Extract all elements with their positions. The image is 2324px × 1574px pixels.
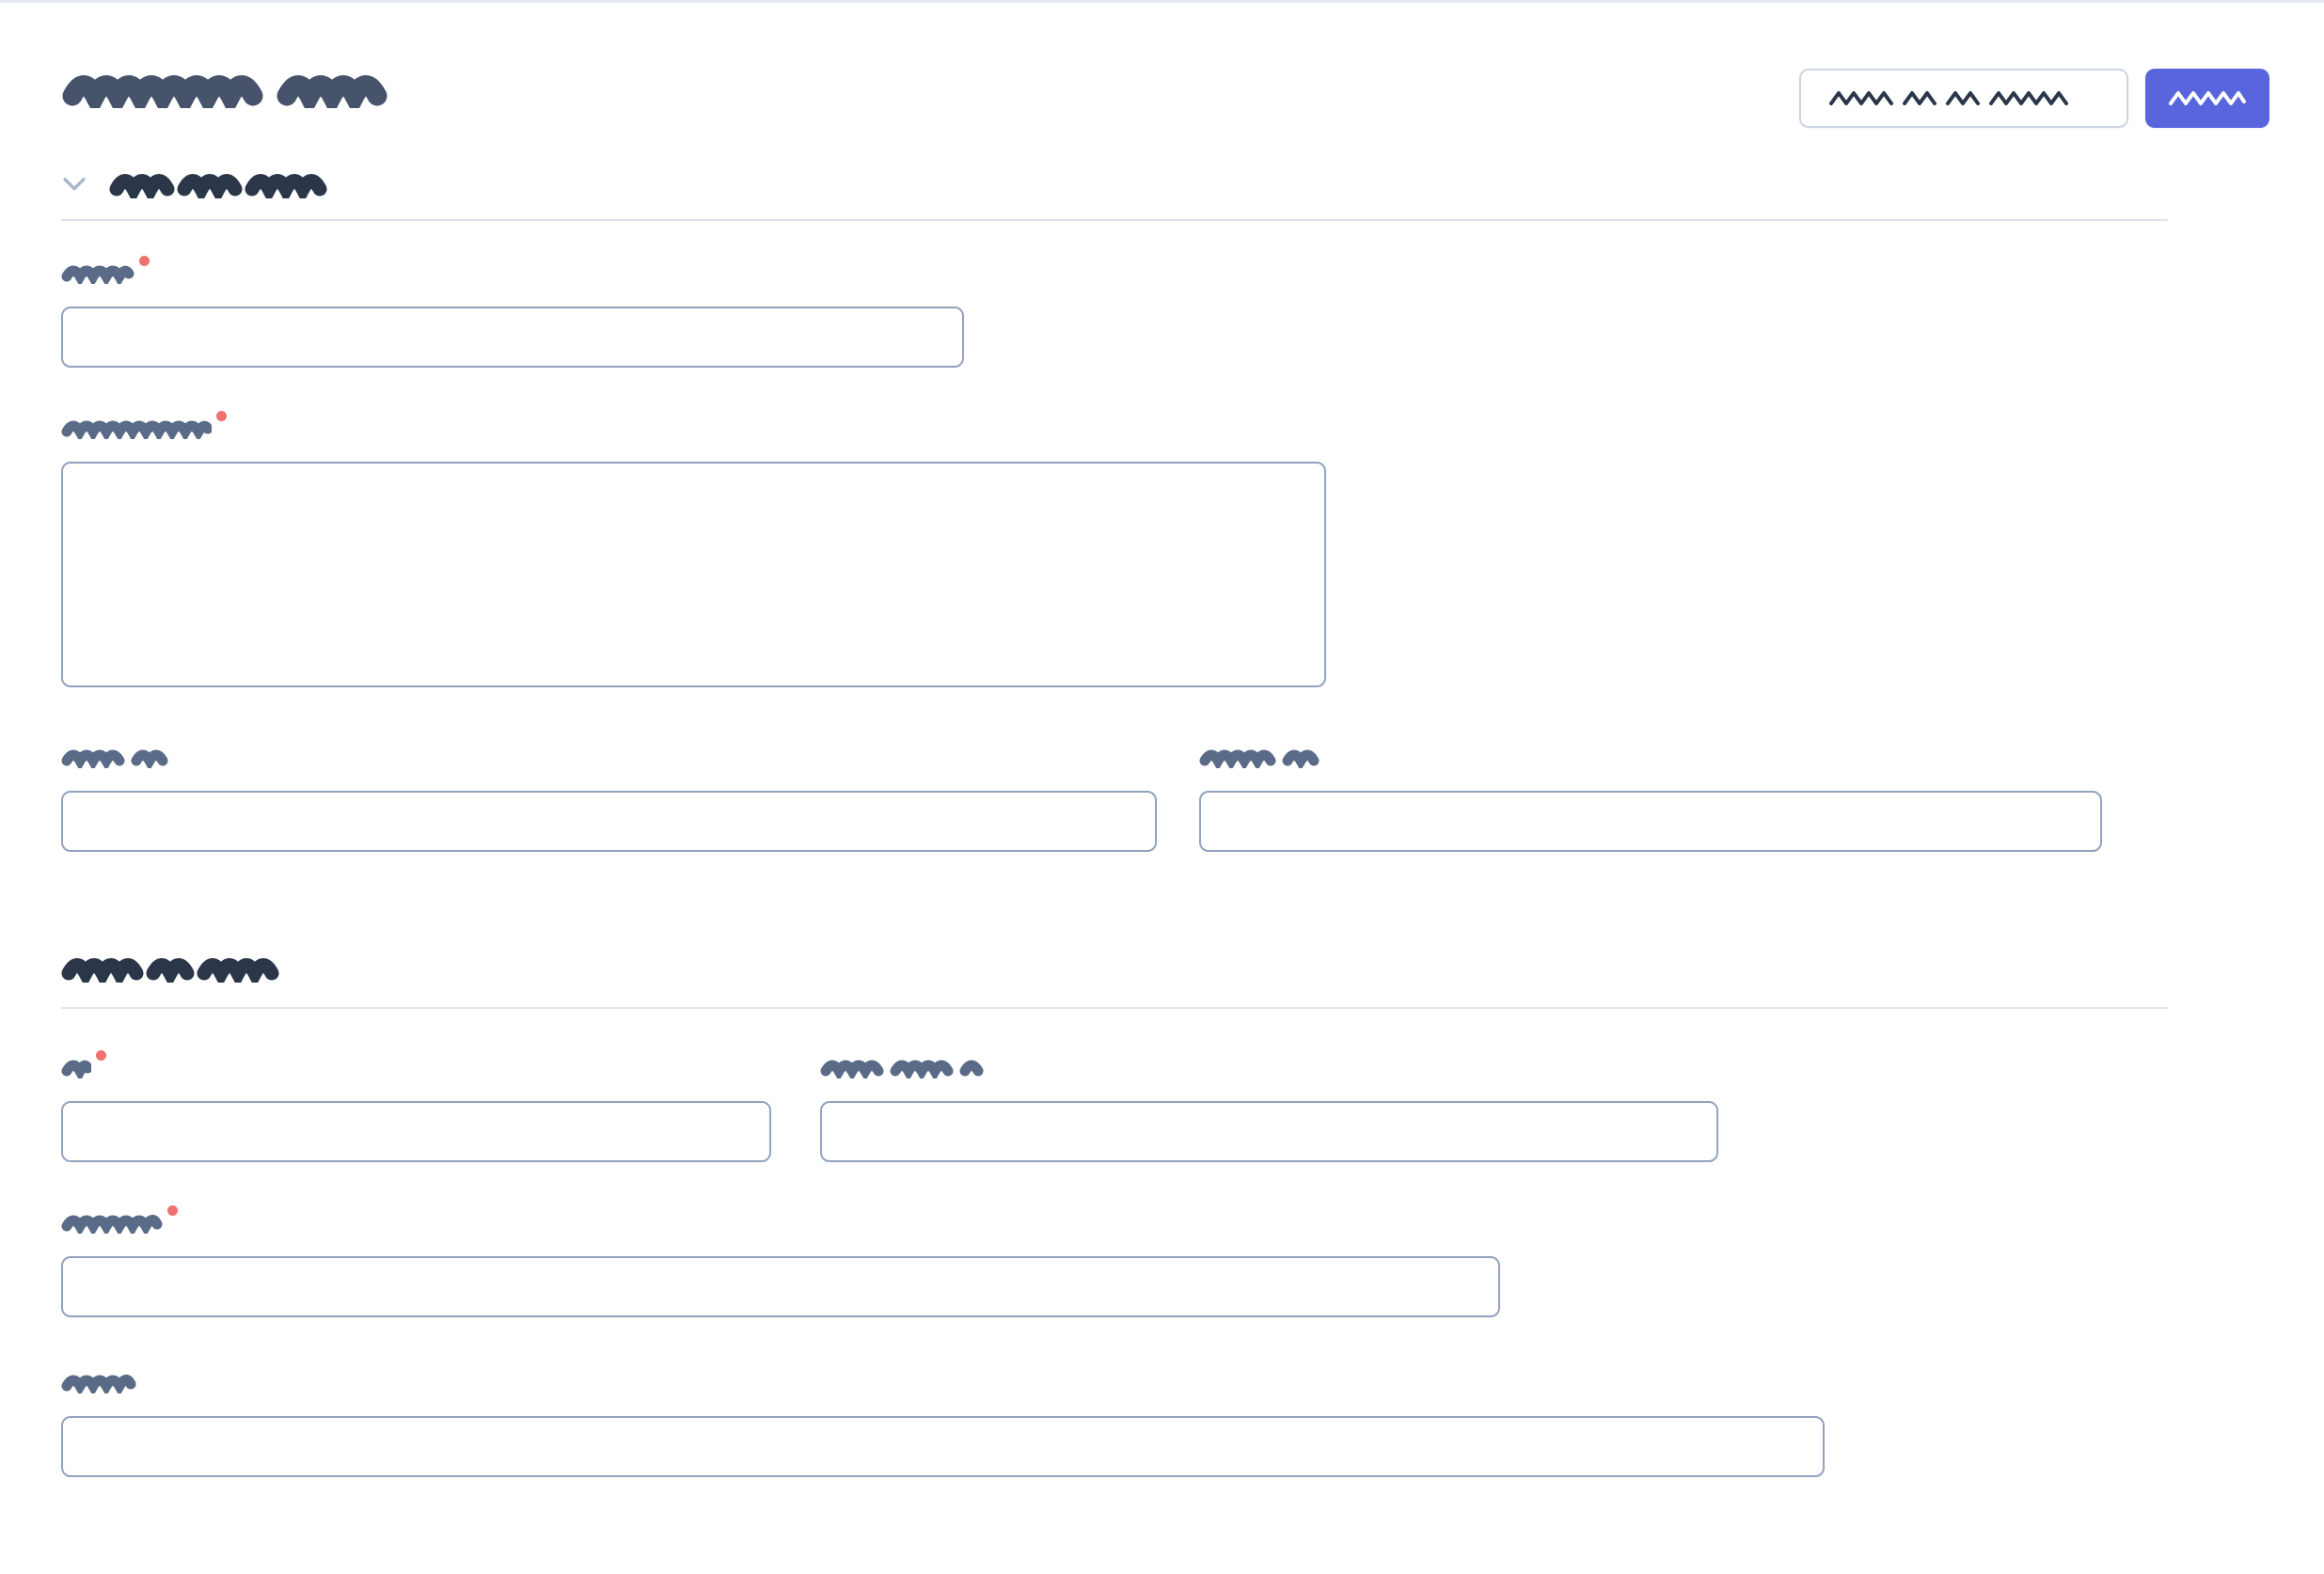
section-2-divider <box>61 1007 2168 1009</box>
field-4 <box>1199 746 2102 852</box>
field-5-required-marker <box>96 1050 106 1061</box>
field-1-input[interactable] <box>61 307 964 368</box>
field-2-label <box>61 411 1326 441</box>
section-1-divider <box>61 219 2168 221</box>
chevron-down-icon[interactable] <box>58 167 90 199</box>
field-4-label <box>1199 746 2102 770</box>
field-7-required-marker <box>167 1205 178 1216</box>
field-6 <box>820 1056 1718 1162</box>
field-4-label-redaction <box>1199 746 1331 768</box>
field-8-input[interactable] <box>61 1416 1825 1477</box>
field-8 <box>61 1371 1825 1477</box>
field-2-label-redaction <box>61 417 212 439</box>
page-title <box>61 71 456 108</box>
secondary-button-label-redaction <box>1827 87 2100 111</box>
field-7 <box>61 1205 1500 1317</box>
field-1-required-marker <box>139 256 150 266</box>
field-5 <box>61 1050 771 1162</box>
field-6-label <box>820 1056 1718 1080</box>
field-6-input[interactable] <box>820 1101 1718 1162</box>
field-1-label <box>61 256 964 286</box>
section-1-heading-redaction <box>109 168 335 198</box>
field-3-input[interactable] <box>61 791 1157 852</box>
field-6-label-redaction <box>820 1056 988 1078</box>
field-7-label-redaction <box>61 1211 163 1234</box>
field-3 <box>61 746 1157 852</box>
secondary-button[interactable] <box>1799 69 2128 128</box>
primary-button-label-redaction <box>2167 87 2248 111</box>
field-8-label-redaction <box>61 1371 136 1393</box>
primary-button[interactable] <box>2145 69 2269 128</box>
field-1 <box>61 256 964 368</box>
field-5-label-redaction <box>61 1056 91 1078</box>
page-title-redaction <box>61 71 456 108</box>
field-2-required-marker <box>216 411 227 421</box>
section-general <box>0 167 2324 852</box>
section-2-heading-redaction <box>61 952 287 983</box>
page-header <box>0 3 2324 167</box>
field-5-label <box>61 1050 771 1080</box>
field-4-input[interactable] <box>1199 791 2102 852</box>
field-7-label <box>61 1205 1500 1236</box>
section-details <box>0 952 2324 1477</box>
field-5-input[interactable] <box>61 1101 771 1162</box>
field-3-label <box>61 746 1157 770</box>
field-1-label-redaction <box>61 261 134 284</box>
field-3-label-redaction <box>61 746 178 768</box>
section-2-header <box>0 952 2324 983</box>
header-actions <box>1799 69 2269 128</box>
field-7-input[interactable] <box>61 1256 1500 1317</box>
field-2-textarea[interactable] <box>61 462 1326 687</box>
field-8-label <box>61 1371 1825 1395</box>
field-2 <box>61 411 1326 692</box>
section-1-header[interactable] <box>0 167 2324 199</box>
